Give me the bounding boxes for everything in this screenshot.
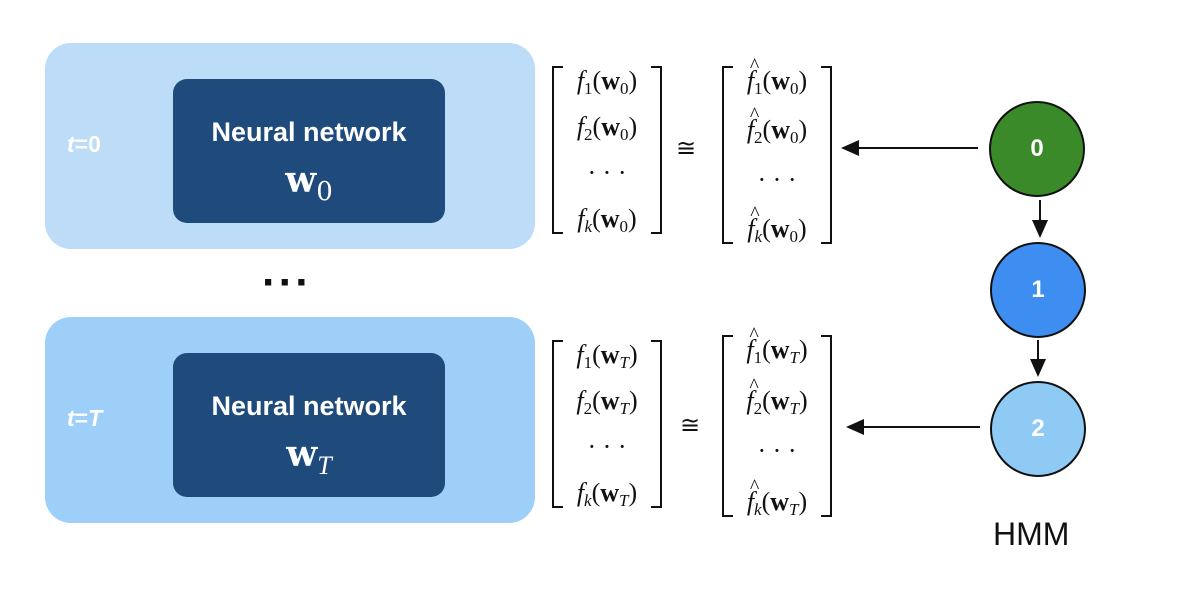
hmm-state-1: 1 xyxy=(990,242,1086,338)
matrix-entry: fk(wT) xyxy=(722,472,832,519)
bracket-left xyxy=(722,66,733,244)
neural-network-box-t0: Neural network w0 xyxy=(173,79,445,223)
matrix-entry: f1(w0) xyxy=(722,51,832,98)
neural-network-title: Neural network xyxy=(211,391,407,421)
matrix-entry: f2(wT) xyxy=(722,371,832,418)
matrix-entry: f1(wT) xyxy=(722,320,832,367)
hmm-state-0: 0 xyxy=(989,101,1085,197)
neural-network-box-tT: Neural network wT xyxy=(173,353,445,497)
matrix-ellipsis-row: · · · xyxy=(757,436,797,465)
matrix-ellipsis-row: · · · xyxy=(587,158,627,187)
time-label-tT: t=T xyxy=(67,405,103,431)
matrix-bottom-right: f1(wT)f2(wT) · · · fk(wT) xyxy=(722,320,832,519)
panel-t0: t=0 Neural network w0 xyxy=(45,43,535,249)
bracket-right xyxy=(651,340,662,508)
matrix-ellipsis-row: · · · xyxy=(587,432,627,461)
weight-symbol-w0: w0 xyxy=(285,159,333,207)
matrix-top-right: f1(w0)f2(w0) · · · fk(w0) xyxy=(722,51,832,246)
hmm-state-2: 2 xyxy=(990,381,1086,477)
matrix-entry: fk(w0) xyxy=(722,199,832,246)
matrix-entry: fk(wT) xyxy=(576,478,638,510)
bracket-left xyxy=(552,66,563,234)
congruence-symbol-top: ≅ xyxy=(676,134,697,162)
weight-symbol-wT: wT xyxy=(286,433,332,480)
matrix-entry: f2(wT) xyxy=(576,386,638,418)
hmm-label: HMM xyxy=(993,516,1070,552)
matrix-bottom-left: f1(wT) f2(wT) · · · fk(wT) xyxy=(552,340,662,510)
bracket-right xyxy=(651,66,662,234)
matrix-entry: f2(w0) xyxy=(576,112,638,144)
matrix-ellipsis-row: · · · xyxy=(757,165,797,194)
matrix-entry: f1(w0) xyxy=(576,66,638,98)
congruence-symbol-bottom: ≅ xyxy=(680,411,701,439)
time-label-t0: t=0 xyxy=(67,131,101,157)
matrix-entry: f2(w0) xyxy=(722,100,832,147)
bracket-left xyxy=(552,340,563,508)
panel-tT: t=T Neural network wT xyxy=(45,317,535,523)
bracket-right xyxy=(821,66,832,244)
bracket-right xyxy=(821,335,832,517)
matrix-entry: f1(wT) xyxy=(576,340,638,372)
matrix-top-left: f1(w0) f2(w0) · · · fk(w0) xyxy=(552,66,662,236)
matrix-entry: fk(w0) xyxy=(577,204,637,236)
bracket-left xyxy=(722,335,733,517)
ellipsis: ··· xyxy=(262,258,312,307)
neural-network-title: Neural network xyxy=(211,117,407,147)
